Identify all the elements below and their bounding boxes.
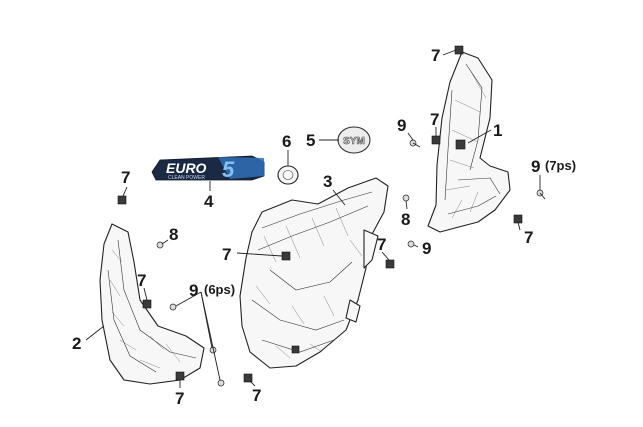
screw-8-right bbox=[402, 194, 410, 202]
euro-digit: 5 bbox=[222, 157, 235, 182]
qty-7ps: (7ps) bbox=[545, 158, 576, 173]
callout-7-part-2-bottom: 7 bbox=[175, 389, 184, 408]
callout-9-middle: 9 bbox=[422, 239, 431, 258]
clip-7-on-part-1 bbox=[455, 139, 466, 150]
callout-1: 1 bbox=[493, 121, 502, 140]
callout-4: 4 bbox=[204, 192, 214, 211]
part-2-left-cover bbox=[99, 195, 205, 385]
clip-7-part-2-mid bbox=[142, 299, 152, 309]
screw-9-upper bbox=[409, 139, 421, 148]
clean-power-tagline: CLEAN POWER bbox=[168, 175, 205, 181]
clip-7-lower-right bbox=[513, 214, 523, 224]
clip-7-part-2-top bbox=[117, 195, 127, 205]
screws-9-6ps bbox=[169, 303, 225, 387]
clip-7-part-3-right bbox=[385, 259, 395, 269]
callout-6: 6 bbox=[282, 132, 291, 151]
callout-3: 3 bbox=[323, 172, 332, 191]
callout-7-part-2-top: 7 bbox=[121, 168, 130, 187]
callout-7-part-3: 7 bbox=[222, 245, 231, 264]
callout-9-7ps: 9 bbox=[531, 157, 540, 176]
part-4-euro5-badge: EURO 5 CLEAN POWER bbox=[151, 155, 265, 182]
part-5-sym-emblem: SYM bbox=[337, 126, 371, 154]
callout-7-part-2-mid: 7 bbox=[137, 271, 146, 290]
qty-6ps: (6ps) bbox=[204, 282, 235, 297]
callout-7-upper-right: 7 bbox=[430, 110, 439, 129]
screw-9-middle bbox=[407, 240, 415, 248]
sym-emblem-text: SYM bbox=[343, 136, 365, 147]
callout-8-left: 8 bbox=[169, 225, 178, 244]
clip-part-3-bottom bbox=[291, 345, 300, 354]
screw-8-left bbox=[156, 241, 164, 249]
callout-7-lower-right: 7 bbox=[524, 228, 533, 247]
clip-7-top bbox=[454, 45, 464, 55]
callout-7-part-3-right: 7 bbox=[377, 235, 386, 254]
callout-5: 5 bbox=[306, 131, 315, 150]
callout-9-6ps: 9 bbox=[189, 281, 198, 300]
clip-7-on-part-1-lower bbox=[431, 135, 441, 145]
callout-7-bottom-center: 7 bbox=[252, 386, 261, 405]
euro-text: EURO bbox=[166, 160, 207, 176]
callout-8-right: 8 bbox=[401, 210, 410, 229]
callout-2: 2 bbox=[72, 334, 81, 353]
callout-9-upper: 9 bbox=[397, 116, 406, 135]
callout-labels: 7 1 9 7 9 (7ps) 7 5 6 3 4 8 9 7 7 7 8 7 … bbox=[72, 46, 576, 408]
callout-7-top: 7 bbox=[431, 46, 440, 65]
clip-7-part-3-center bbox=[281, 251, 291, 261]
clip-7-bottom-center bbox=[243, 373, 253, 383]
screw-9-7ps bbox=[536, 189, 546, 200]
leader-lines bbox=[85, 49, 541, 388]
part-6-grommet bbox=[277, 165, 299, 185]
clip-7-part-2-bottom bbox=[175, 371, 185, 381]
part-3-front-panel bbox=[239, 177, 389, 369]
